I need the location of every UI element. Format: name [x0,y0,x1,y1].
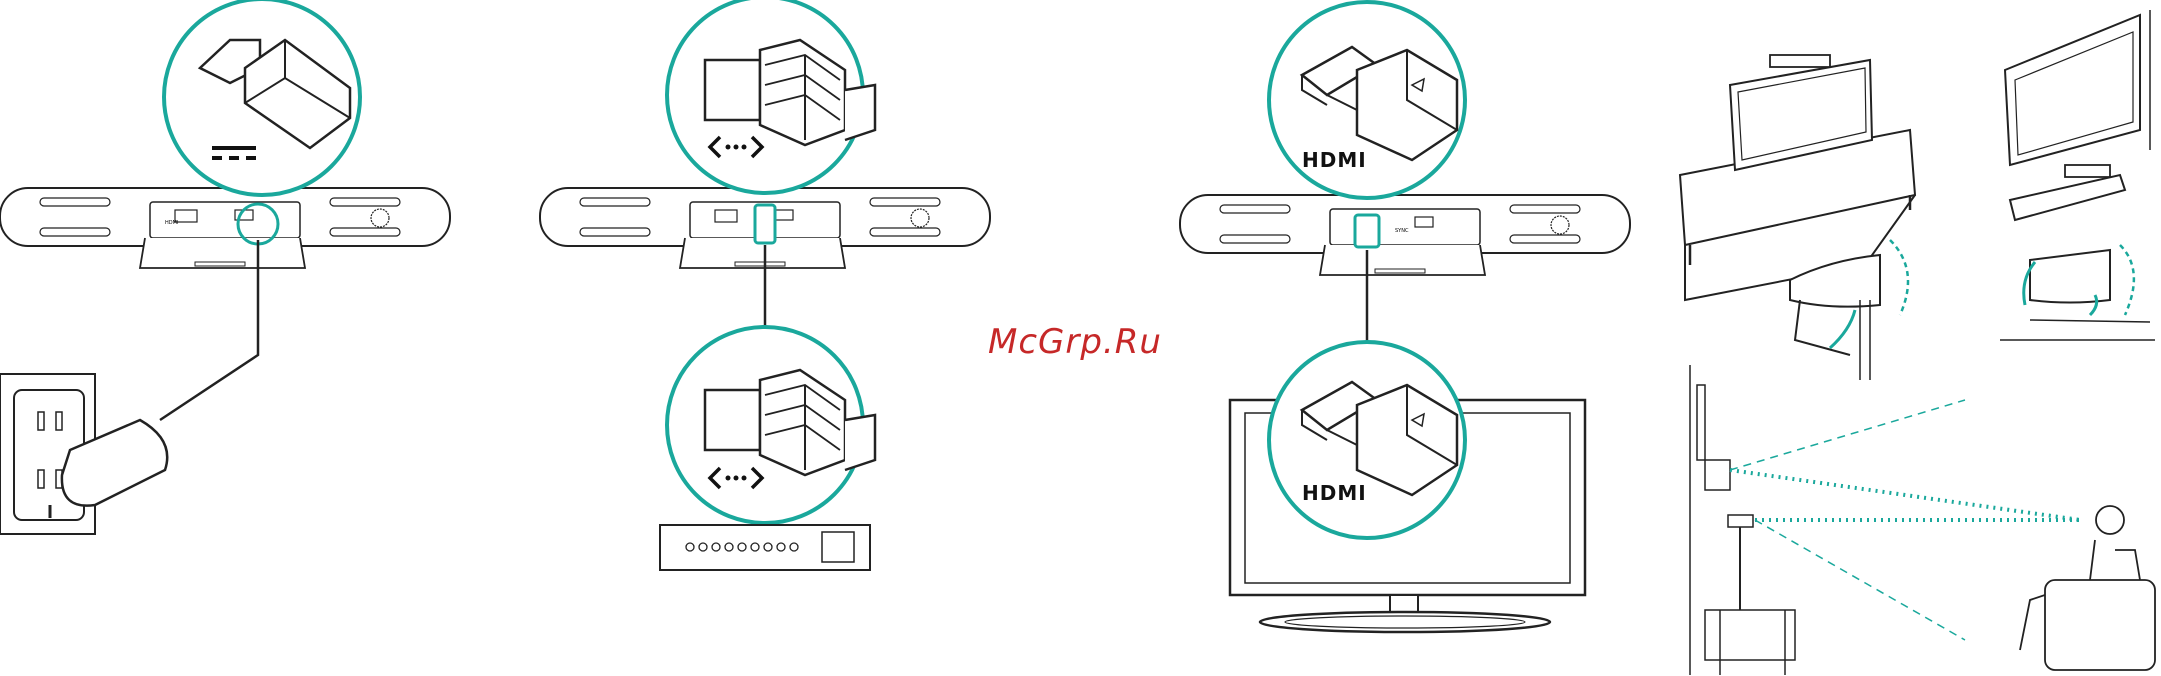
network-port-highlight [755,205,775,243]
network-panel [540,0,990,570]
hdmi-port-label: HDMI [165,220,178,226]
hdmi-logo-icon-tv: HDMI [1302,481,1367,505]
field-of-view-illustration [1690,365,2155,675]
camera-tilt-illustration [1790,240,1908,380]
mounting-panel [1680,10,2155,675]
wall-mount-illustration [2000,10,2155,340]
watermark-text: McGrp.Ru [988,322,1162,362]
sync-port-label: SYNC [1395,228,1409,234]
power-panel: HDMI [0,0,450,534]
network-router [660,525,870,570]
meetup-camera-bar [0,188,450,268]
meetup-camera-bar-hdmi [1180,195,1630,275]
hdmi-panel: SYNC HDMI HDMI [1180,2,1630,632]
hdmi-logo-icon: HDMI [1302,148,1367,172]
seated-person [2020,506,2155,670]
hdmi-port-highlight [1355,215,1379,247]
